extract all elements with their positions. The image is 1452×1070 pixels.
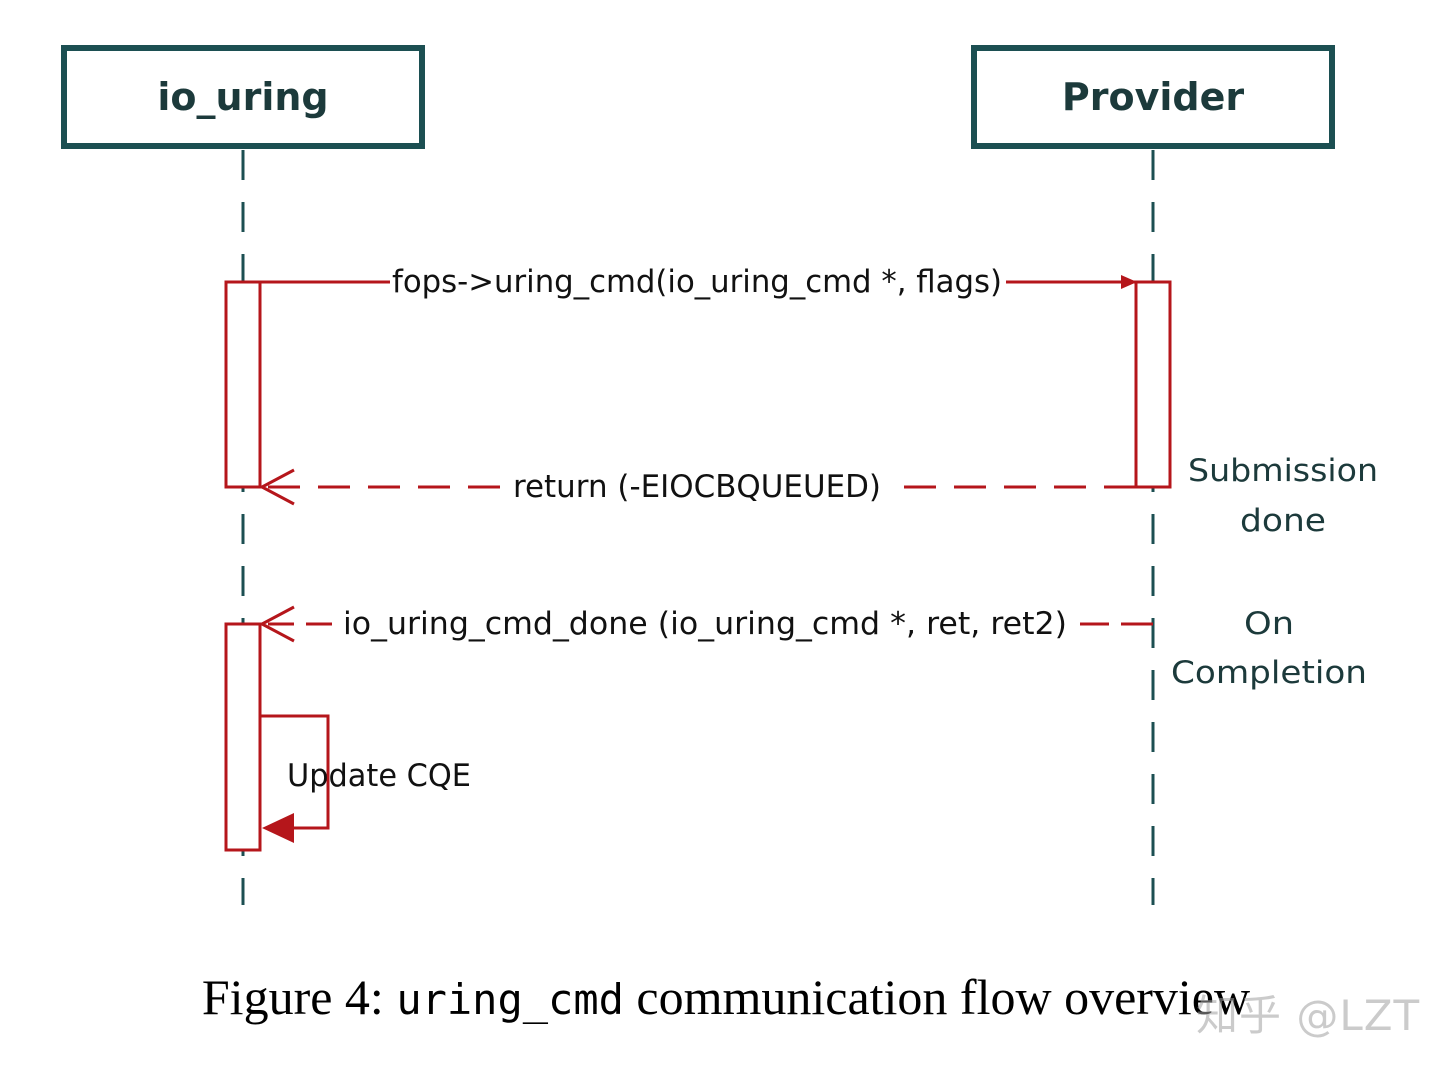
note-on-completion: On Completion — [1171, 606, 1367, 691]
lifeline-provider-title: Provider — [1062, 75, 1244, 119]
note-submission-done: Submission done — [1188, 453, 1378, 539]
activation-bar-io-uring-submit — [224, 280, 262, 489]
message-done-arrowhead — [258, 605, 295, 643]
lifeline-io-uring-box — [61, 45, 425, 149]
note-completion-line-1: On — [1244, 606, 1294, 642]
message-return-label: return (-EIOCBQUEUED) — [513, 469, 881, 505]
message-return: return (-EIOCBQUEUED) — [258, 468, 1136, 506]
note-submission-line-1: Submission — [1188, 453, 1378, 489]
message-call: fops->uring_cmd(io_uring_cmd *, flags) — [260, 264, 1137, 300]
note-submission-line-2: done — [1240, 503, 1326, 539]
message-return-arrowhead — [258, 468, 295, 506]
message-call-label: fops->uring_cmd(io_uring_cmd *, flags) — [392, 264, 1002, 300]
caption-code: uring_cmd — [396, 975, 624, 1024]
message-done-label: io_uring_cmd_done (io_uring_cmd *, ret, … — [343, 606, 1067, 642]
lifeline-provider: Provider — [971, 45, 1335, 905]
note-completion-line-2: Completion — [1171, 655, 1367, 691]
message-self-label: Update CQE — [287, 758, 471, 794]
message-self: Update CQE — [260, 714, 471, 843]
activation-bar-provider — [1134, 280, 1172, 489]
figure-caption: Figure 4: uring_cmd communication flow o… — [0, 968, 1452, 1026]
message-self-loop — [260, 714, 330, 830]
message-done: io_uring_cmd_done (io_uring_cmd *, ret, … — [258, 605, 1153, 643]
lifeline-io-uring-title: io_uring — [157, 75, 328, 119]
caption-suffix: communication flow overview — [636, 969, 1251, 1025]
activation-bar-io-uring-complete — [224, 622, 262, 852]
lifeline-io-uring: io_uring — [61, 45, 425, 905]
message-self-arrowhead — [262, 813, 294, 843]
watermark: 知乎 @LZT — [1196, 991, 1421, 1040]
caption-prefix: Figure 4: — [201, 969, 384, 1025]
lifeline-provider-box — [971, 45, 1335, 149]
